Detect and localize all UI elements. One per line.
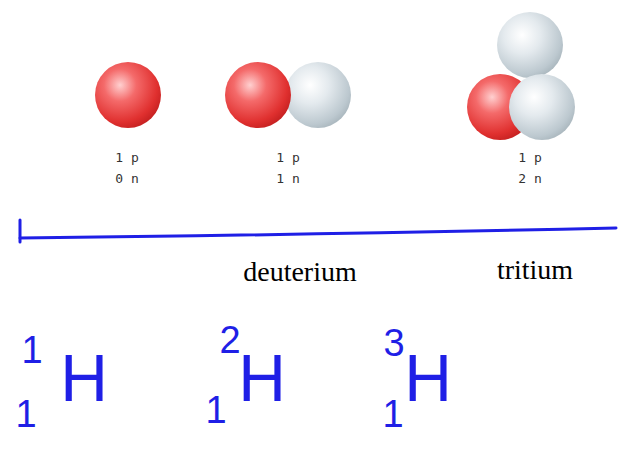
element-symbol: H: [238, 345, 286, 411]
particle-count: 1 p: [518, 151, 541, 164]
particle-count: 1 p: [115, 151, 138, 164]
mass-number: 1: [21, 331, 42, 369]
proton-sphere: [225, 62, 291, 128]
bracket-line: [20, 228, 616, 238]
particle-count: 2 n: [518, 172, 541, 185]
isotope-name: tritium: [497, 256, 573, 284]
isotope-name: deuterium: [243, 258, 357, 286]
particle-count: 0 n: [115, 172, 138, 185]
atomic-number: 1: [205, 391, 226, 429]
neutron-sphere: [285, 62, 351, 128]
atomic-number: 1: [15, 395, 36, 433]
element-symbol: H: [404, 345, 452, 411]
mass-number: 3: [383, 324, 404, 362]
neutron-sphere: [509, 74, 575, 140]
element-symbol: H: [60, 345, 108, 411]
atomic-number: 1: [382, 395, 403, 433]
particle-count: 1 p: [276, 151, 299, 164]
particle-count: 1 n: [276, 172, 299, 185]
mass-number: 2: [219, 321, 240, 359]
proton-sphere: [95, 62, 161, 128]
neutron-sphere: [497, 12, 563, 78]
